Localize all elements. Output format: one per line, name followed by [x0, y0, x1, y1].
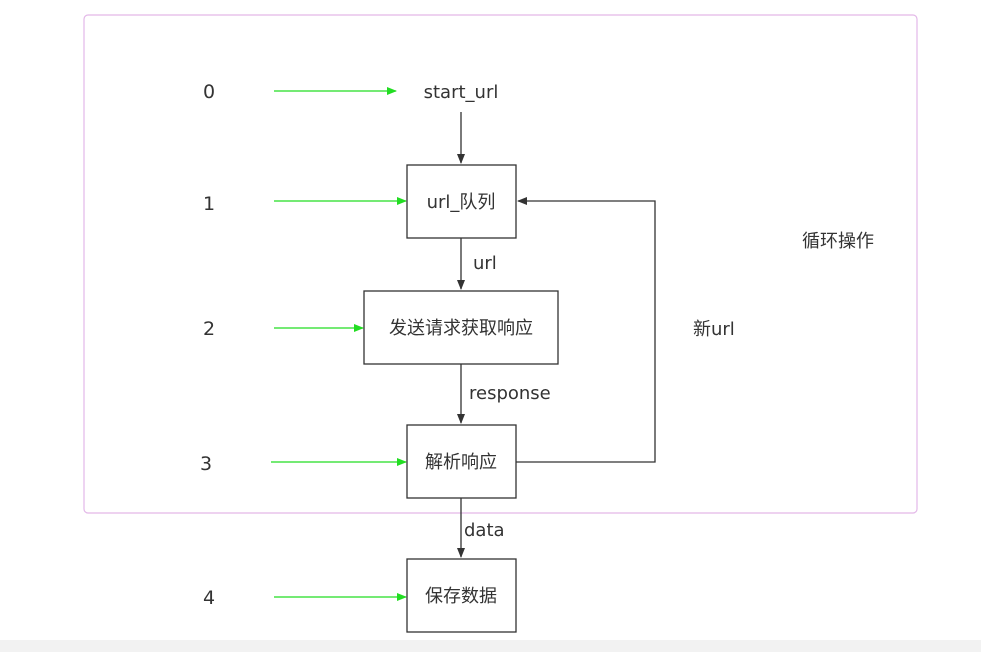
node-save-data-label: 保存数据 [425, 586, 497, 607]
node-send-request [363, 290, 559, 365]
node-url-queue [406, 164, 517, 239]
step-number-3: 3 [200, 453, 212, 475]
edge-label-data: data [464, 520, 505, 541]
edge-label-response: response [469, 383, 551, 404]
arrow-parse-to-queue [516, 197, 656, 463]
start-url-label: start_url [424, 82, 499, 103]
node-send-request-label: 发送请求获取响应 [389, 318, 533, 339]
node-parse-response-label: 解析响应 [425, 452, 497, 473]
step-number-1: 1 [203, 193, 215, 215]
loop-label: 循环操作 [802, 231, 874, 252]
node-parse-response [406, 424, 517, 499]
footer-strip [0, 640, 981, 652]
step-number-2: 2 [203, 318, 215, 340]
loop-container [83, 14, 918, 514]
edge-label-url: url [473, 253, 497, 274]
step-number-4: 4 [203, 587, 215, 609]
node-save-data [406, 558, 517, 633]
node-url-queue-label: url_队列 [427, 192, 496, 213]
step-number-0: 0 [203, 81, 215, 103]
edge-label-new-url: 新url [693, 319, 735, 340]
